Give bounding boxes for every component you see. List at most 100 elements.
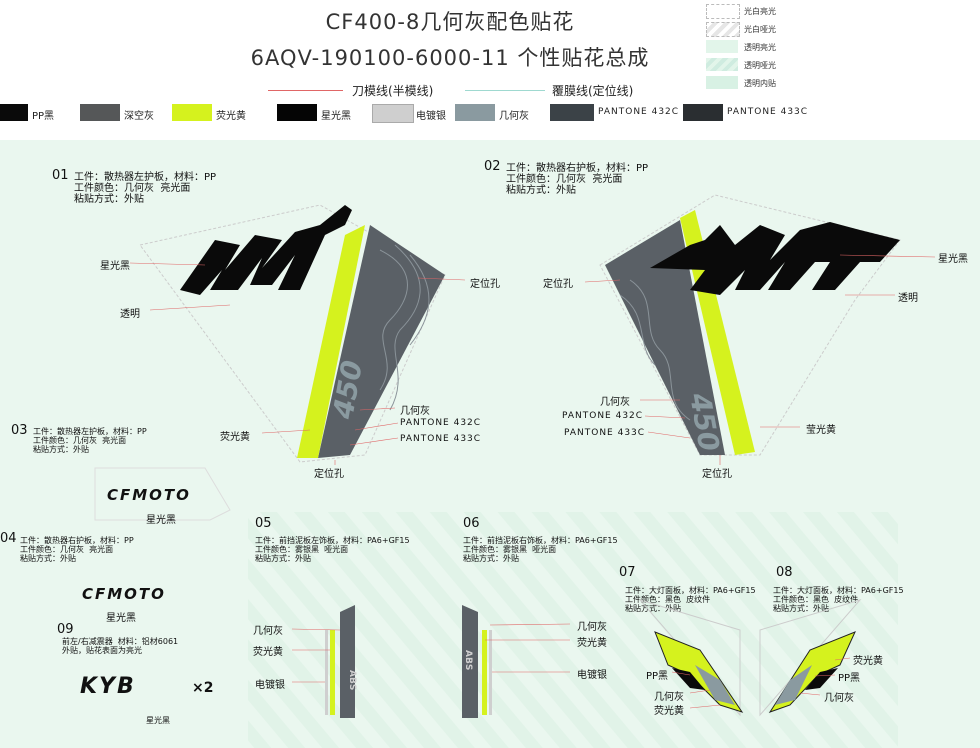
callout-geo-grey: 几何灰 [577, 622, 607, 633]
abs-text: ABS [347, 670, 357, 690]
part-number: 09 [57, 622, 74, 637]
color-swatch-label: 星光黑 [321, 111, 351, 122]
part-number: 08 [776, 565, 793, 580]
fluoro-yellow-stripe [297, 225, 365, 458]
callout-star-black: 星光黑 [938, 254, 968, 265]
material-swatch [706, 22, 740, 37]
part-number: 02 [484, 159, 501, 174]
cfmoto-logo: CFMOTO [82, 585, 166, 603]
callout-geo-grey: 几何灰 [600, 397, 630, 408]
material-label: 透明哑光 [744, 61, 776, 70]
cfmoto-logo: CFMOTO [107, 486, 191, 504]
pantone-433c-panel [318, 225, 445, 458]
callout-transparent: 透明 [898, 293, 918, 304]
callout-fluoro-yellow: 荧光黄 [220, 432, 250, 443]
material-label: 透明内贴 [744, 79, 776, 88]
material-label: 透明亮光 [744, 43, 776, 52]
material-swatch [706, 76, 738, 89]
color-swatch [172, 104, 212, 121]
callout-locate-hole: 定位孔 [543, 279, 573, 290]
callout-chrome-silver: 电镀银 [577, 670, 607, 681]
part-info: 前左/右减震器 材料：铝材6061 外贴，贴花表面为亮光 [62, 637, 179, 655]
cut-line-sample [268, 90, 343, 91]
part-info: 工件：散热器左护板，材料：PP 工件颜色：几何灰 亮光面 粘贴方式：外贴 [74, 172, 217, 205]
part-info: 工件：大灯面板，材料：PA6+GF15 工件颜色：黑色 皮纹件 粘贴方式：外贴 [773, 586, 904, 613]
kyb-logo: KYB [80, 674, 136, 699]
callout-geo-grey: 几何灰 [400, 406, 430, 417]
fluoro-yellow-strip [482, 630, 487, 715]
material-swatch [706, 4, 740, 19]
part-info: 工件：散热器右护板，材料：PP 工件颜色：几何灰 亮光面 粘贴方式：外贴 [506, 163, 649, 196]
part-number: 01 [52, 168, 69, 183]
part-number: 07 [619, 565, 636, 580]
callout-pantone-433c: PANTONE 433C [400, 434, 482, 444]
callout-locate-hole: 定位孔 [314, 469, 344, 480]
color-swatch-label: 电镀银 [416, 111, 446, 122]
color-swatch-label: PANTONE 433C [727, 107, 809, 117]
pp-black-shape [805, 668, 838, 690]
color-swatch-label: 荧光黄 [216, 111, 246, 122]
geo-grey-panel [462, 605, 478, 718]
part-number: 06 [463, 516, 480, 531]
part-info: 工件：散热器左护板，材料：PP 工件颜色：几何灰 亮光面 粘贴方式：外贴 [33, 427, 147, 454]
callout-geo-grey: 几何灰 [253, 626, 283, 637]
chrome-silver-strip [325, 630, 328, 715]
color-swatch-label: 几何灰 [499, 111, 529, 122]
fluoro-yellow-strip [330, 630, 335, 715]
callout-chrome-silver: 电镀银 [255, 680, 285, 691]
callout-fluoro-yellow: 荧光黄 [654, 706, 684, 717]
callout-geo-grey: 几何灰 [654, 692, 684, 703]
callout-fluoro-yellow: 荧光黄 [253, 647, 283, 658]
color-swatch [80, 104, 120, 121]
color-swatch-label: PP黑 [32, 111, 55, 122]
callout-locate-hole: 定位孔 [702, 469, 732, 480]
material-swatch [706, 40, 738, 53]
page-title: CF400-8几何灰配色贴花 [325, 10, 575, 34]
color-swatch [277, 104, 317, 121]
color-swatch-label: PANTONE 432C [598, 107, 680, 117]
part-info: 工件：前挡泥板左饰板，材料：PA6+GF15 工件颜色：雾银黑 哑光面 粘贴方式… [255, 536, 410, 563]
color-swatch [683, 104, 723, 121]
decal-outline [139, 204, 446, 463]
callout-star-black: 星光黑 [100, 261, 130, 272]
part-info: 工件：散热器右护板，材料：PP 工件颜色：几何灰 亮光面 粘贴方式：外贴 [20, 536, 134, 563]
callout-pp-black: PP黑 [646, 671, 669, 682]
part-number: 05 [255, 516, 272, 531]
abs-text: ABS [463, 650, 473, 670]
callout-pantone-432c: PANTONE 432C [562, 411, 644, 421]
page-subtitle: 6AQV-190100-6000-11 个性贴花总成 [250, 46, 650, 70]
color-swatch [0, 104, 28, 121]
part-number: 03 [11, 423, 28, 438]
mt-logo [650, 222, 900, 295]
cut-line-label: 刀模线(半模线) [352, 84, 434, 98]
material-swatch [706, 58, 738, 71]
fluoro-yellow-stripe [680, 210, 755, 455]
geo-grey-shape [695, 665, 735, 705]
mt-logo [180, 205, 352, 295]
material-label: 光白哑光 [744, 25, 776, 34]
callout-star-black: 星光黑 [106, 613, 136, 624]
color-swatch [550, 104, 594, 121]
callout-pantone-432c: PANTONE 432C [400, 418, 482, 428]
callout-fluoro-yellow: 荧光黄 [853, 656, 883, 667]
callout-fluoro-yellow: 莹光黄 [806, 425, 836, 436]
pantone-433c-panel [605, 220, 725, 455]
material-label: 光白亮光 [744, 7, 776, 16]
part-info: 工件：前挡泥板右饰板，材料：PA6+GF15 工件颜色：雾银黑 哑光面 粘贴方式… [463, 536, 618, 563]
contour-lines [619, 279, 691, 421]
color-swatch-label: 深空灰 [124, 111, 154, 122]
callout-locate-hole: 定位孔 [470, 279, 500, 290]
callout-geo-grey: 几何灰 [824, 693, 854, 704]
part-info: 工件：大灯面板，材料：PA6+GF15 工件颜色：黑色 皮纹件 粘贴方式：外贴 [625, 586, 756, 613]
geo-grey-panel [340, 605, 355, 718]
film-line-sample [465, 90, 545, 91]
geo-grey-shape [775, 665, 812, 705]
callout-star-black: 星光黑 [146, 716, 170, 725]
